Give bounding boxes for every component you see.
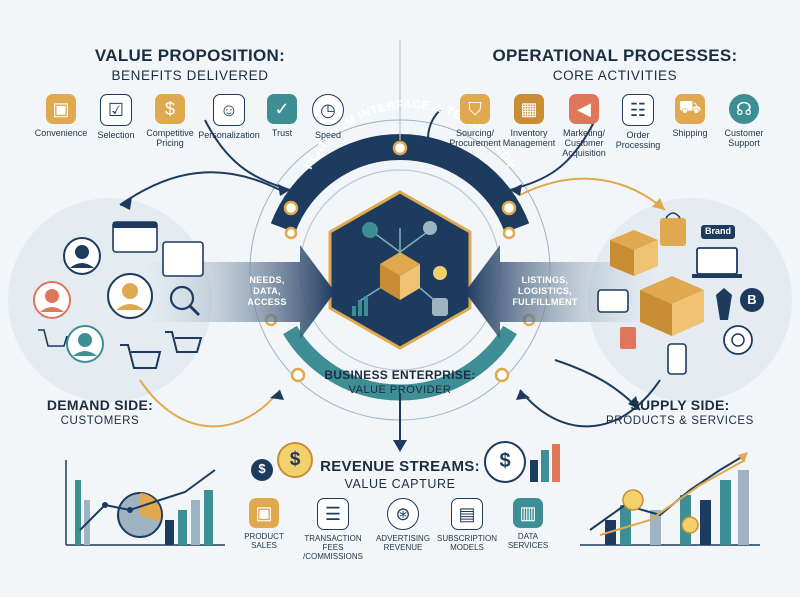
- gear-icon-1: [362, 222, 378, 238]
- value-proposition-header: VALUE PROPOSITION: BENEFITS DELIVERED: [70, 46, 310, 83]
- supply-arrow-label: LISTINGS, LOGISTICS, FULFILLMENT: [512, 275, 578, 307]
- value-proposition-subtitle: BENEFITS DELIVERED: [111, 68, 269, 83]
- op-item-inventory: ▦ Inventory Management: [502, 94, 556, 158]
- vp-item-personalization: ☺ Personalization: [198, 94, 260, 148]
- revenue-streams-title: REVENUE STREAMS:: [320, 458, 480, 475]
- hex-bar-chart-icon: [352, 296, 368, 316]
- shopping-bag-icon: ⛉: [460, 94, 490, 124]
- demand-icons: [33, 221, 204, 369]
- business-enterprise-label: BUSINESS ENTERPRISE: VALUE PROVIDER: [300, 368, 500, 396]
- stopwatch-icon: ◷: [312, 94, 344, 126]
- receipt-icon: ☰: [317, 498, 349, 530]
- value-proposition-icons: ▣ Convenience ☑ Selection $ Competitive …: [32, 94, 352, 148]
- operational-processes-header: OPERATIONAL PROCESSES: CORE ACTIVITIES: [490, 46, 740, 83]
- vp-item-speed: ◷ Speed: [304, 94, 352, 148]
- arrow-heads: [120, 184, 640, 452]
- demand-side-header: DEMAND SIDE: CUSTOMERS: [20, 397, 180, 427]
- checklist-icon: ☑: [100, 94, 132, 126]
- database-icon: [432, 298, 448, 316]
- supply-side-header: SUPPLY SIDE: PRODUCTS & SERVICES: [590, 397, 770, 427]
- hex-cube-left: [380, 264, 400, 300]
- op-item-order-processing: ☷ Order Processing: [612, 94, 664, 158]
- lightbulb-icon: [433, 266, 447, 280]
- op-item-customer-support: ☊ Customer Support: [716, 94, 772, 158]
- demand-side-title: DEMAND SIDE:: [46, 397, 154, 413]
- revenue-streams-header: REVENUE STREAMS: VALUE CAPTURE: [315, 458, 485, 491]
- gear-icon-2: [423, 221, 437, 235]
- truck-icon: ⛟: [675, 94, 705, 124]
- target-dollar-icon: ⊛: [387, 498, 419, 530]
- dollar-coin-small-icon: $: [258, 461, 266, 476]
- rev-item-transaction-fees: ☰ TRANSACTION FEES /COMMISSIONS: [294, 498, 372, 561]
- operational-processes-subtitle: CORE ACTIVITIES: [552, 68, 678, 83]
- megaphone-icon: ◀: [569, 94, 599, 124]
- vp-item-competitive-pricing: $ Competitive Pricing: [142, 94, 198, 148]
- business-enterprise-subtitle: VALUE PROVIDER: [348, 384, 452, 396]
- vp-item-convenience: ▣ Convenience: [32, 94, 90, 148]
- operational-processes-title: OPERATIONAL PROCESSES:: [492, 46, 738, 65]
- price-tag-icon: $: [155, 94, 185, 124]
- boxes-icon: ▦: [514, 94, 544, 124]
- dollar-coin-large-icon: $: [289, 449, 301, 470]
- left-growth-chart: [65, 460, 225, 546]
- demand-side-subtitle: CUSTOMERS: [60, 415, 140, 427]
- rev-item-advertising: ⊛ ADVERTISING REVENUE: [372, 498, 434, 561]
- ring-nodes: [264, 140, 536, 383]
- brand-badge: B: [747, 292, 757, 307]
- product-box-icon: ▣: [249, 498, 279, 528]
- rev-item-subscription: ▤ SUBSCRIPTION MODELS: [434, 498, 500, 561]
- teal-ring-arc: [283, 325, 517, 401]
- revenue-streams-icons: ▣ PRODUCT SALES ☰ TRANSACTION FEES /COMM…: [234, 498, 556, 561]
- right-growth-chart: [580, 452, 760, 546]
- box-icon: ▣: [46, 94, 76, 124]
- revenue-coins: [251, 441, 560, 483]
- supply-side-subtitle: PRODUCTS & SERVICES: [606, 415, 754, 427]
- headset-icon: ☊: [729, 94, 759, 124]
- clipboard-icon: ☷: [622, 94, 654, 126]
- op-item-shipping: ⛟ Shipping: [664, 94, 716, 158]
- op-item-sourcing: ⛉ Sourcing/ Procurement: [448, 94, 502, 158]
- document-coin-icon: ▤: [451, 498, 483, 530]
- data-chart-icon: ▥: [513, 498, 543, 528]
- operational-processes-icons: ⛉ Sourcing/ Procurement ▦ Inventory Mana…: [448, 94, 772, 158]
- brand-tag: Brand: [704, 226, 731, 236]
- shield-icon: ✓: [267, 94, 297, 124]
- vp-item-trust: ✓ Trust: [260, 94, 304, 148]
- user-icon: ☺: [213, 94, 245, 126]
- arrow-head-amber: [652, 198, 665, 210]
- revenue-streams-subtitle: VALUE CAPTURE: [344, 477, 456, 491]
- supply-side-title: SUPPLY SIDE:: [630, 397, 730, 413]
- vp-item-selection: ☑ Selection: [90, 94, 142, 148]
- demand-arrow-label: NEEDS, DATA, ACCESS: [247, 275, 287, 307]
- op-item-marketing: ◀ Marketing/ Customer Acquisition: [556, 94, 612, 158]
- rev-item-product-sales: ▣ PRODUCT SALES: [234, 498, 294, 561]
- hex-cube-right: [400, 264, 420, 300]
- feedback-arrows: [119, 40, 666, 445]
- supply-arrow-shape: [465, 245, 650, 339]
- business-enterprise-title: BUSINESS ENTERPRISE:: [324, 368, 476, 382]
- value-proposition-title: VALUE PROPOSITION:: [94, 46, 286, 65]
- supply-icons: [597, 212, 764, 375]
- rev-item-data-services: ▥ DATA SERVICES: [500, 498, 556, 561]
- dollar-badge-icon: $: [499, 450, 511, 472]
